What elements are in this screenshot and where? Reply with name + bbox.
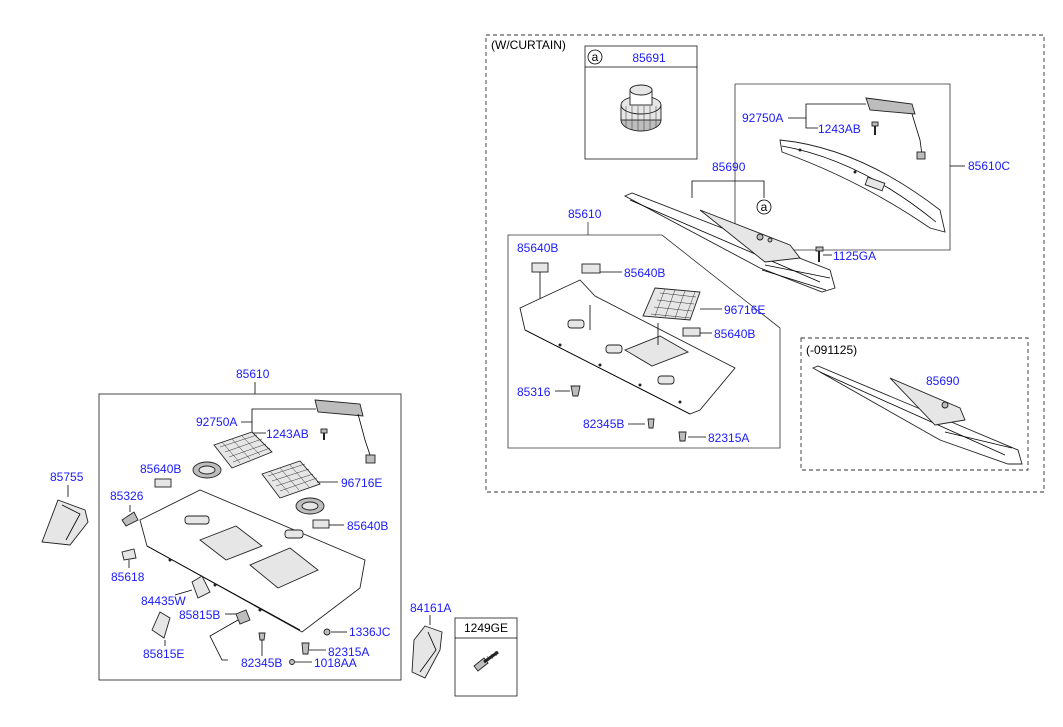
part-1243AB-curtain-label: 1243AB xyxy=(818,122,861,136)
part-96716E-main-label: 96716E xyxy=(341,476,382,490)
part-85690-subbox-label: 85690 xyxy=(926,374,960,388)
speaker-ring-icon xyxy=(192,461,222,479)
part-85690-curtain-label: 85690 xyxy=(712,160,746,174)
part-1243AB-main-label: 1243AB xyxy=(266,427,309,441)
part-1018AA-label: 1018AA xyxy=(314,656,357,670)
detail-marker-circle xyxy=(587,49,603,65)
curtain-box-title: (W/CURTAIN) xyxy=(491,38,566,52)
subbox-border xyxy=(800,337,1029,471)
clip-85316-icon xyxy=(570,385,581,397)
part-92750A-curtain-label: 92750A xyxy=(742,111,783,125)
bracket-85610-curtain xyxy=(507,222,781,449)
part-85618-label: 85618 xyxy=(111,570,145,584)
part-96716E-curtain-label: 96716E xyxy=(724,303,765,317)
pillar-trim-84161A-icon xyxy=(411,625,443,679)
bolt-icon xyxy=(320,428,328,440)
clip-82345B-icon xyxy=(258,632,266,641)
part-92750A-main-label: 92750A xyxy=(196,415,237,429)
screw-1125GA-icon xyxy=(815,246,824,262)
part-1336JC-label: 1336JC xyxy=(349,625,391,639)
part-85815B-label: 85815B xyxy=(179,608,220,622)
part-85755-label: 85755 xyxy=(50,470,84,484)
clip-82315A-icon xyxy=(301,642,310,655)
part-85640B-curtain-a-label: 85640B xyxy=(517,241,558,255)
subbox-title: (-091125) xyxy=(806,343,857,357)
part-85815E-label: 85815E xyxy=(143,647,184,661)
part-85610-curtain-label: 85610 xyxy=(568,207,602,221)
part-85640B-main-a-label: 85640B xyxy=(140,462,181,476)
part-85640B-curtain-b-label: 85640B xyxy=(624,266,665,280)
part-85640B-curtain-c-label: 85640B xyxy=(714,327,755,341)
hook-85326-icon xyxy=(121,511,139,527)
marker-a-circle xyxy=(756,199,772,215)
tapping-screw-icon xyxy=(473,650,499,672)
part-84435W-label: 84435W xyxy=(141,594,186,608)
main-assembly-group: 85610 92750A 1243AB 96716E 85640B xyxy=(98,367,402,681)
clip-85640B-icon xyxy=(154,478,172,488)
clip-85618-icon xyxy=(121,548,137,561)
part-82315A-curtain-label: 82315A xyxy=(708,431,749,445)
part-84161A-label: 84161A xyxy=(410,601,451,615)
part-85326-label: 85326 xyxy=(110,489,144,503)
part-85316-curtain-label: 85316 xyxy=(517,385,551,399)
screw-box-label: 1249GE xyxy=(464,621,508,635)
rear-curtain-assembly-icon xyxy=(623,192,836,293)
detail-marker-label: a xyxy=(592,50,599,64)
clip-82315A-icon xyxy=(678,431,687,442)
part-82345B-main-label: 82345B xyxy=(241,656,282,670)
part-85640B-main-b-label: 85640B xyxy=(347,519,388,533)
part-82345B-curtain-label: 82345B xyxy=(583,417,624,431)
screw-1018AA-icon xyxy=(289,659,295,665)
belt-guide-cover-icon xyxy=(151,611,171,639)
rear-package-tray-main-icon xyxy=(139,489,366,633)
gear-knob-icon xyxy=(620,84,662,132)
side-trim-85755-icon xyxy=(41,499,89,546)
part-85691-label: 85691 xyxy=(632,51,666,65)
part-1125GA-label: 1125GA xyxy=(833,249,876,263)
bolt-icon xyxy=(871,121,879,135)
part-85610C-label: 85610C xyxy=(968,159,1010,173)
curtain-box-border xyxy=(485,34,1045,493)
clip-85640B-icon xyxy=(682,327,701,337)
bracket-85610C xyxy=(734,83,951,251)
part-82315A-main-label: 82315A xyxy=(328,645,369,659)
screw-box xyxy=(454,617,518,697)
main-assembly-box xyxy=(98,393,402,681)
clip-85640B-icon xyxy=(581,263,601,274)
speaker-grille-right-icon xyxy=(261,460,321,499)
speaker-grille-96716E-icon xyxy=(642,287,701,321)
loose-parts-group: 85755 84161A 1249GE xyxy=(41,470,518,697)
speaker-ring-icon xyxy=(295,497,325,515)
retractor-cover-icon xyxy=(191,575,211,599)
rear-package-tray-curtain-icon xyxy=(519,279,736,415)
brake-lamp-upper-icon xyxy=(865,97,926,160)
curtain-shelf-icon xyxy=(779,139,946,233)
part-85610-main-label: 85610 xyxy=(236,367,270,381)
curtain-group: (W/CURTAIN) a 85691 85610C 92750A xyxy=(485,34,1045,493)
belt-guide-icon xyxy=(209,609,251,661)
speaker-grille-left-icon xyxy=(213,431,273,469)
clip-85640B-icon xyxy=(312,519,330,529)
clip-1336JC-icon xyxy=(323,628,331,636)
clip-82345B-icon xyxy=(647,418,655,429)
brake-lamp-main-icon xyxy=(314,399,376,464)
rear-curtain-old-icon xyxy=(811,365,1023,465)
marker-a-label: a xyxy=(761,200,768,214)
clip-85640B-icon xyxy=(531,262,549,273)
